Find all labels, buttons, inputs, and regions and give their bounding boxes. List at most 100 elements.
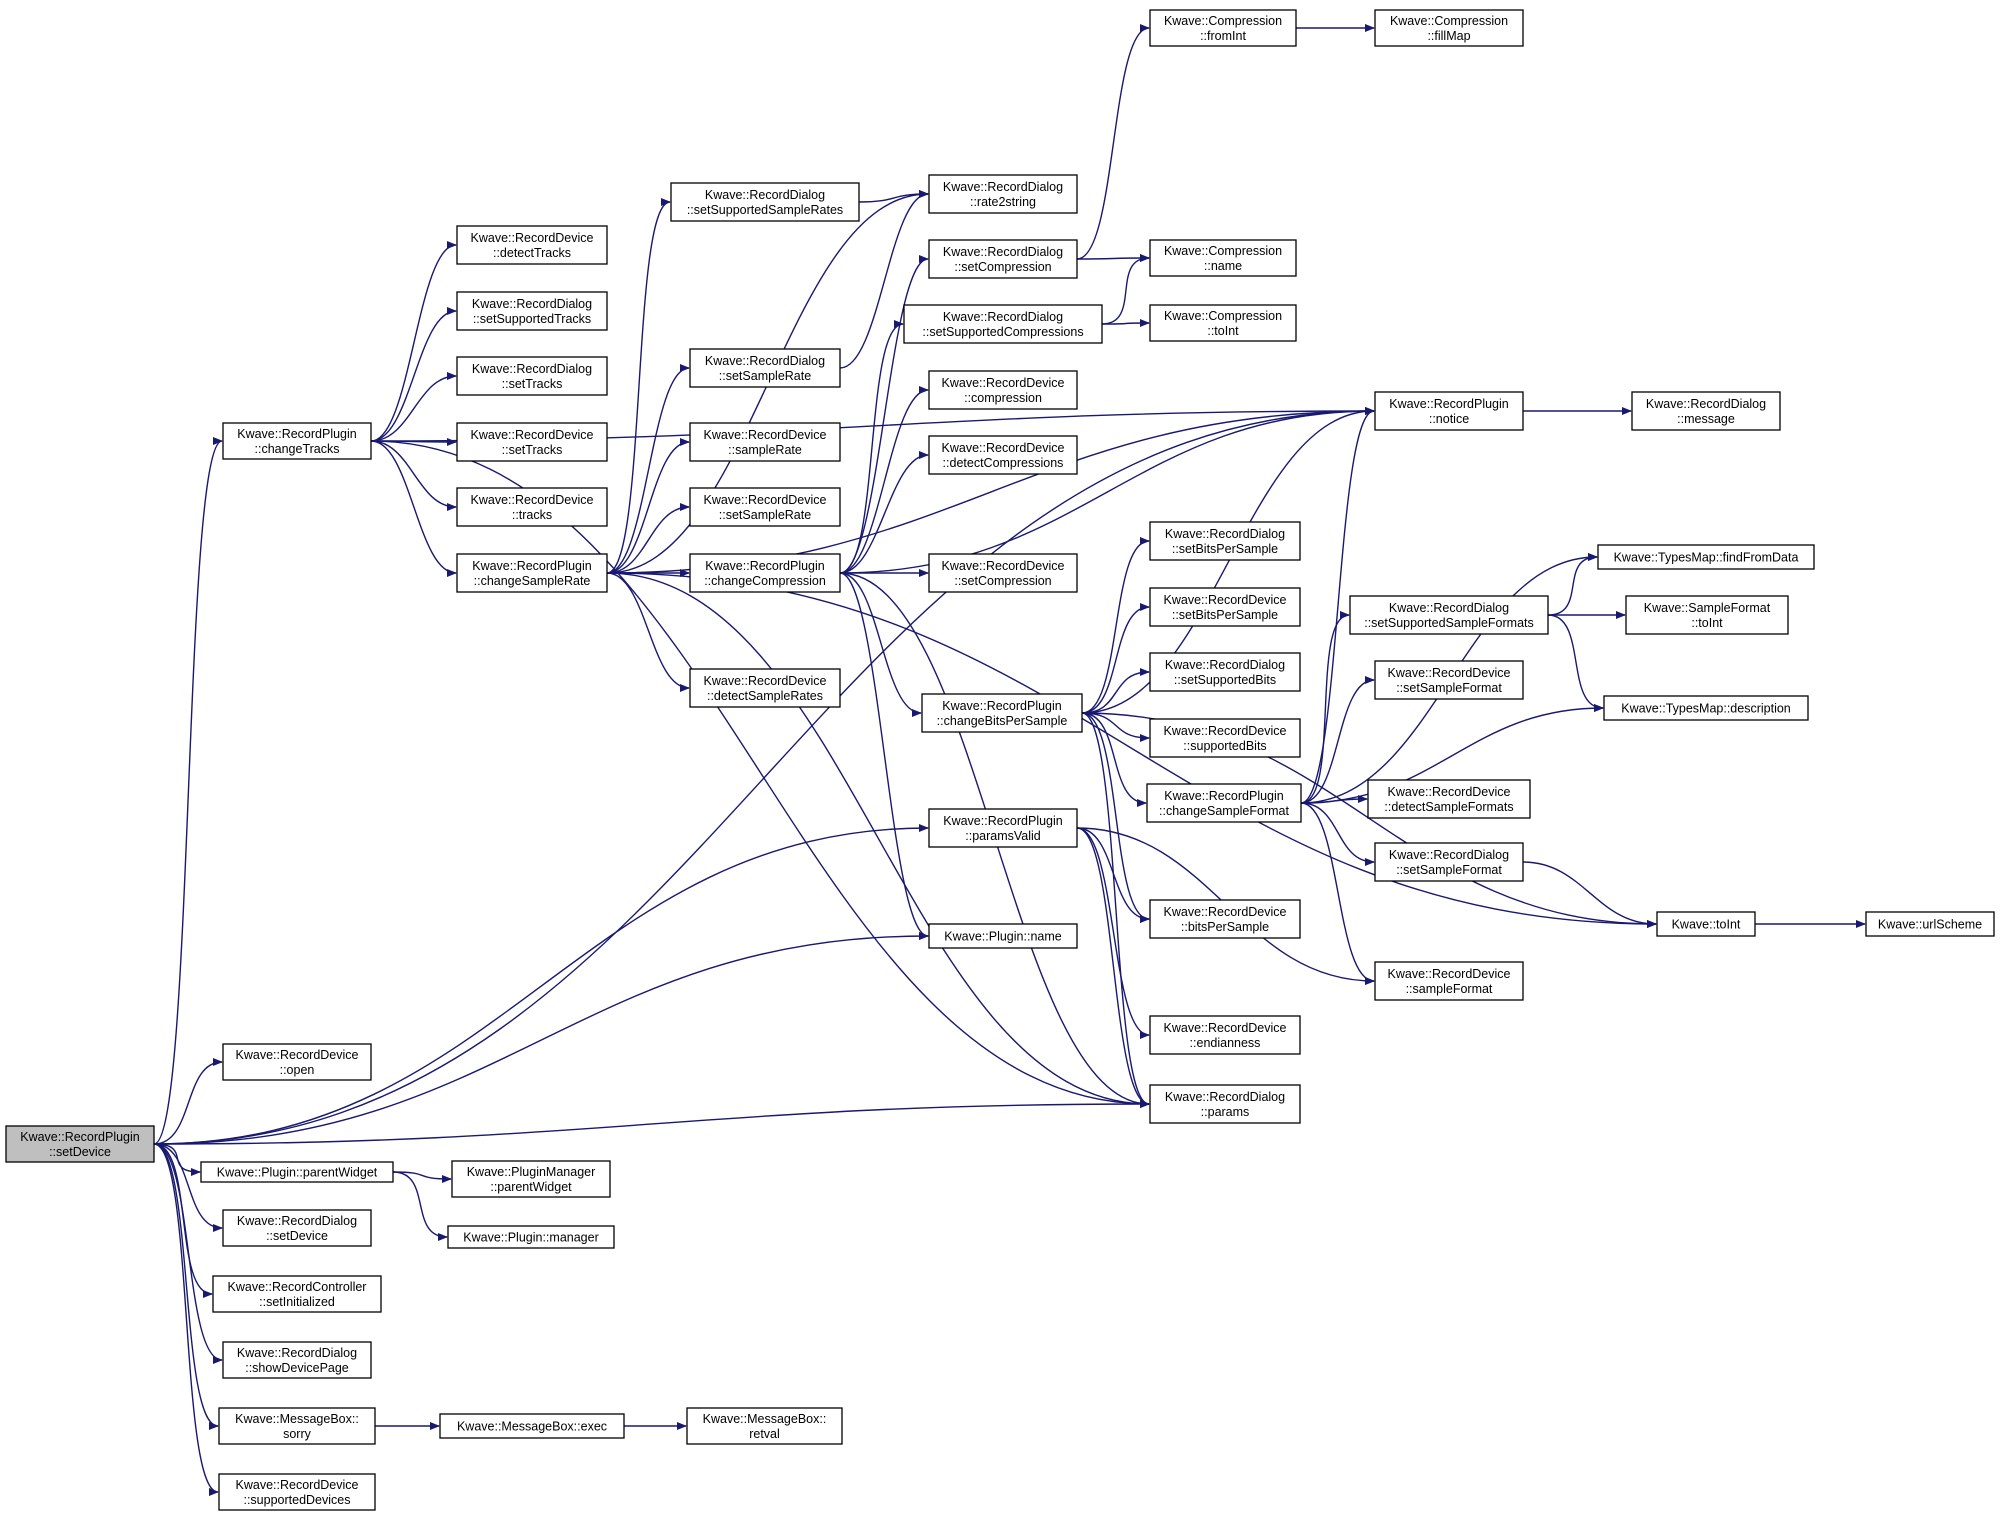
node-dlg-params[interactable]: Kwave::RecordDialog::params: [1149, 1084, 1301, 1124]
node-notice[interactable]: Kwave::RecordPlugin::notice: [1374, 391, 1524, 431]
node-mb-retval[interactable]: Kwave::MessageBox::retval: [686, 1407, 843, 1445]
node-setSupportedSampleRates[interactable]: Kwave::RecordDialog::setSupportedSampleR…: [670, 182, 860, 222]
node-box: [5, 1125, 155, 1163]
node-comp-fromInt[interactable]: Kwave::Compression::fromInt: [1149, 9, 1297, 47]
node-rd-setSampleFormat[interactable]: Kwave::RecordDevice::setSampleFormat: [1374, 660, 1524, 700]
node-sf-toInt[interactable]: Kwave::SampleFormat::toInt: [1625, 595, 1789, 635]
node-label-line: Kwave::RecordDevice: [942, 559, 1065, 573]
node-paramsValid[interactable]: Kwave::RecordPlugin::paramsValid: [928, 808, 1078, 848]
node-rd-sampleRate[interactable]: Kwave::RecordDevice::sampleRate: [689, 422, 841, 462]
edge-setSupportedSampleRates-to-rate2string: [858, 190, 929, 203]
node-plugin-name[interactable]: Kwave::Plugin::name: [928, 923, 1078, 949]
node-setSupportedSampleFormats[interactable]: Kwave::RecordDialog::setSupportedSampleF…: [1349, 595, 1549, 635]
node-changeTracks[interactable]: Kwave::RecordPlugin::changeTracks: [222, 422, 372, 460]
node-changeSampleRate[interactable]: Kwave::RecordPlugin::changeSampleRate: [456, 553, 608, 593]
node-label-line: Kwave::RecordDevice: [236, 1048, 359, 1062]
node-plugin-parentWidget[interactable]: Kwave::Plugin::parentWidget: [200, 1161, 394, 1183]
edge-changeSampleRate-to-rd-sampleRate: [606, 438, 690, 574]
node-box: [1149, 521, 1301, 561]
node-dlg-setTracks[interactable]: Kwave::RecordDialog::setTracks: [456, 356, 608, 396]
node-setDevice[interactable]: Kwave::RecordPlugin::setDevice: [5, 1125, 155, 1163]
node-label-line: ::params: [1201, 1105, 1250, 1119]
node-kw-toInt[interactable]: Kwave::toInt: [1656, 911, 1756, 937]
node-rd-setBitsPerSample[interactable]: Kwave::RecordDevice::setBitsPerSample: [1149, 587, 1301, 627]
node-rd-setCompression[interactable]: Kwave::RecordDevice::setCompression: [928, 553, 1078, 593]
node-detectSampleRates[interactable]: Kwave::RecordDevice::detectSampleRates: [689, 668, 841, 708]
node-box: [1374, 660, 1524, 700]
edge-changeTracks-to-dlg-setTracks: [370, 372, 457, 442]
node-rd-compression[interactable]: Kwave::RecordDevice::compression: [928, 370, 1078, 410]
node-label-line: ::fillMap: [1427, 29, 1470, 43]
node-box: [222, 422, 372, 460]
node-changeSampleFormat[interactable]: Kwave::RecordPlugin::changeSampleFormat: [1146, 783, 1302, 823]
node-supportedDevices[interactable]: Kwave::RecordDevice::supportedDevices: [218, 1473, 376, 1511]
node-label-line: ::detectCompressions: [943, 456, 1064, 470]
node-plugin-manager[interactable]: Kwave::Plugin::manager: [447, 1225, 615, 1249]
edge-setDevice-to-changeTracks: [153, 437, 223, 1145]
node-changeBitsPerSample[interactable]: Kwave::RecordPlugin::changeBitsPerSample: [921, 693, 1083, 733]
node-mb-exec[interactable]: Kwave::MessageBox::exec: [439, 1413, 625, 1439]
node-dlg-message[interactable]: Kwave::RecordDialog::message: [1631, 391, 1781, 431]
node-endianness[interactable]: Kwave::RecordDevice::endianness: [1149, 1015, 1301, 1055]
node-box: [689, 422, 841, 462]
node-box: [1149, 587, 1301, 627]
node-setSupportedTracks[interactable]: Kwave::RecordDialog::setSupportedTracks: [456, 291, 608, 331]
node-findFromData[interactable]: Kwave::TypesMap::findFromData: [1597, 544, 1815, 570]
node-box: [222, 1341, 372, 1379]
node-detectTracks[interactable]: Kwave::RecordDevice::detectTracks: [456, 225, 608, 265]
node-supportedBits[interactable]: Kwave::RecordDevice::supportedBits: [1149, 718, 1301, 758]
edge-setDevice-to-supportedDevices: [153, 1143, 219, 1496]
node-box: [1149, 9, 1297, 47]
node-rd-tracks[interactable]: Kwave::RecordDevice::tracks: [456, 487, 608, 527]
node-tm-description[interactable]: Kwave::TypesMap::description: [1603, 695, 1809, 721]
node-dlg-setSampleFormat[interactable]: Kwave::RecordDialog::setSampleFormat: [1374, 842, 1524, 882]
node-rd-setTracks[interactable]: Kwave::RecordDevice::setTracks: [456, 422, 608, 462]
node-dlg-setCompression[interactable]: Kwave::RecordDialog::setCompression: [928, 239, 1078, 279]
node-label-line: ::compression: [964, 391, 1042, 405]
node-rd-setSampleRate[interactable]: Kwave::RecordDevice::setSampleRate: [689, 487, 841, 527]
node-rate2string[interactable]: Kwave::RecordDialog::rate2string: [928, 174, 1078, 214]
node-rd-open[interactable]: Kwave::RecordDevice::open: [222, 1043, 372, 1081]
node-setSupportedBits[interactable]: Kwave::RecordDialog::setSupportedBits: [1149, 652, 1301, 692]
edge-changeBitsPerSample-to-setSupportedBits: [1081, 668, 1150, 714]
node-bitsPerSample[interactable]: Kwave::RecordDevice::bitsPerSample: [1149, 899, 1301, 939]
node-label-line: Kwave::toInt: [1672, 918, 1741, 932]
node-box: [1149, 304, 1297, 342]
node-showDevicePage[interactable]: Kwave::RecordDialog::showDevicePage: [222, 1341, 372, 1379]
node-box: [1146, 783, 1302, 823]
node-box: [456, 553, 608, 593]
node-label-line: Kwave::RecordPlugin: [705, 559, 825, 573]
node-comp-name[interactable]: Kwave::Compression::name: [1149, 239, 1297, 277]
node-label-line: ::setCompression: [954, 260, 1051, 274]
node-label-line: Kwave::Compression: [1390, 14, 1508, 28]
node-dlg-setBitsPerSample[interactable]: Kwave::RecordDialog::setBitsPerSample: [1149, 521, 1301, 561]
node-pm-parentWidget[interactable]: Kwave::PluginManager::parentWidget: [451, 1160, 611, 1198]
node-label-line: ::setSupportedSampleFormats: [1364, 616, 1534, 630]
node-label-line: Kwave::RecordPlugin: [472, 559, 592, 573]
node-detectCompressions[interactable]: Kwave::RecordDevice::detectCompressions: [928, 435, 1078, 475]
node-box: [200, 1161, 394, 1183]
node-setInitialized[interactable]: Kwave::RecordController::setInitialized: [212, 1275, 382, 1313]
node-label-line: Kwave::RecordDevice: [236, 1478, 359, 1492]
node-detectSampleFormats[interactable]: Kwave::RecordDevice::detectSampleFormats: [1367, 779, 1531, 819]
node-mb-sorry[interactable]: Kwave::MessageBox::sorry: [218, 1407, 376, 1445]
node-dlg-setDevice[interactable]: Kwave::RecordDialog::setDevice: [222, 1209, 372, 1247]
node-label-line: Kwave::RecordDialog: [1646, 397, 1766, 411]
node-label-line: Kwave::RecordDevice: [942, 441, 1065, 455]
edge-changeSampleRate-to-detectSampleRates: [606, 572, 690, 692]
edge-changeSampleFormat-to-rd-setSampleFormat: [1300, 676, 1375, 804]
node-label-line: Kwave::RecordController: [228, 1280, 367, 1294]
node-setSupportedCompressions[interactable]: Kwave::RecordDialog::setSupportedCompres…: [903, 304, 1103, 344]
node-dlg-setSampleRate[interactable]: Kwave::RecordDialog::setSampleRate: [689, 348, 841, 388]
node-comp-toInt[interactable]: Kwave::Compression::toInt: [1149, 304, 1297, 342]
edge-paramsValid-to-endianness: [1076, 827, 1150, 1039]
node-comp-fillMap[interactable]: Kwave::Compression::fillMap: [1374, 9, 1524, 47]
nodes-layer: Kwave::RecordPlugin::setDeviceKwave::Rec…: [5, 9, 1995, 1511]
node-urlScheme[interactable]: Kwave::urlScheme: [1865, 911, 1995, 937]
node-box: [689, 668, 841, 708]
edge-setDevice-to-mb-sorry: [153, 1143, 219, 1430]
node-rd-sampleFormat[interactable]: Kwave::RecordDevice::sampleFormat: [1374, 961, 1524, 1001]
node-box: [222, 1043, 372, 1081]
node-changeCompression[interactable]: Kwave::RecordPlugin::changeCompression: [689, 553, 841, 593]
node-label-line: ::changeBitsPerSample: [937, 714, 1068, 728]
